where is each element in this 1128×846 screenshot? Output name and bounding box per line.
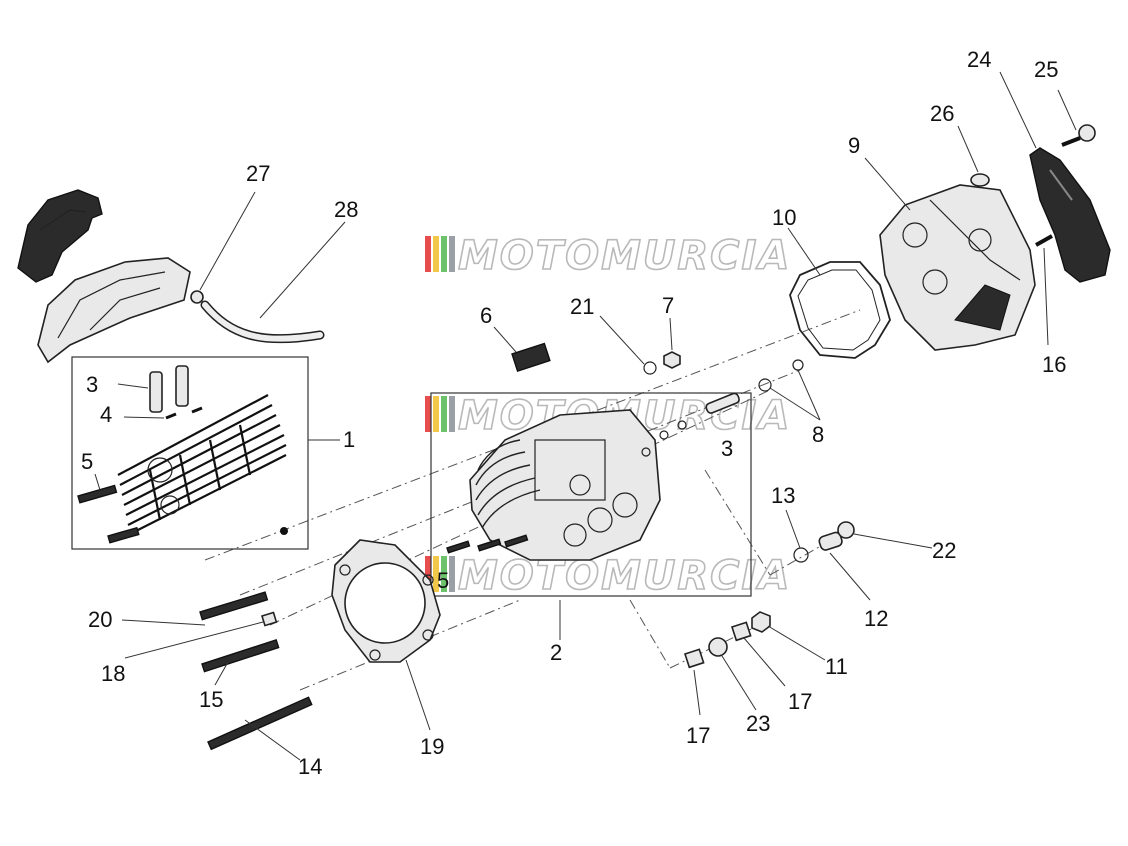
callout-2: 2	[550, 640, 562, 665]
callout-3: 3	[86, 372, 98, 397]
cap-22	[837, 521, 855, 539]
gasket-19	[331, 539, 441, 663]
callout-11: 11	[825, 654, 848, 679]
callout-6: 6	[480, 303, 492, 328]
cover-gasket-10	[789, 261, 891, 359]
watermark-text: MOTOMURCIA	[458, 233, 791, 279]
cylinder-head-2	[469, 409, 661, 561]
watermark-bottom: MOTOMURCIA	[425, 552, 791, 600]
callout-1: 1	[343, 427, 355, 452]
callout-27: 27	[246, 161, 270, 186]
callouts: 1 2 3 3 4 5 5 6 7 8 9 10 11 12 13 14 15 …	[81, 47, 1066, 779]
washer-23	[708, 637, 728, 657]
callout-17: 17	[686, 723, 710, 748]
stud-14	[207, 696, 313, 751]
callout-12: 12	[864, 606, 888, 631]
washer-21	[643, 361, 657, 375]
callout-10: 10	[772, 205, 796, 230]
washer-17-lower	[683, 648, 705, 669]
callout-15: 15	[199, 687, 223, 712]
callout-23: 23	[746, 711, 770, 736]
stud-5	[77, 484, 140, 544]
hose-28	[200, 300, 325, 344]
callout-3: 3	[721, 436, 733, 461]
screw-25	[1061, 124, 1096, 147]
screw-16	[1035, 234, 1053, 247]
callout-20: 20	[88, 607, 112, 632]
dowel-18	[261, 611, 278, 627]
washer-13	[793, 547, 809, 563]
callout-5: 5	[437, 568, 449, 593]
callout-28: 28	[334, 197, 358, 222]
cylinder-head-1	[117, 394, 287, 534]
seal-4	[165, 406, 203, 420]
callout-17: 17	[788, 689, 812, 714]
callout-4: 4	[100, 402, 112, 427]
valve-guide-3	[149, 365, 189, 413]
valve-parts	[641, 392, 740, 457]
callout-9: 9	[848, 133, 860, 158]
spacer-12	[818, 531, 843, 551]
nut-7	[663, 351, 681, 369]
callout-25: 25	[1034, 57, 1058, 82]
valve-cover-9	[879, 184, 1036, 351]
stud-15	[201, 639, 280, 673]
callout-26: 26	[930, 101, 954, 126]
dot-marker	[280, 527, 288, 535]
lower-cover-shell	[37, 257, 191, 364]
upper-cover-shell	[17, 189, 103, 283]
callout-16: 16	[1042, 352, 1066, 377]
rubber-block-6	[511, 342, 551, 373]
group-box-1	[71, 356, 309, 550]
callout-8: 8	[812, 422, 824, 447]
bolts-row	[446, 534, 529, 554]
leader-lines	[94, 71, 1077, 761]
group-box-2	[430, 392, 752, 597]
stud-20	[199, 591, 269, 621]
seal-8	[758, 359, 804, 392]
callout-24: 24	[967, 47, 991, 72]
washer-26	[970, 173, 990, 187]
watermark-text: MOTOMURCIA	[458, 553, 791, 599]
callout-14: 14	[298, 754, 322, 779]
callout-21: 21	[570, 294, 594, 319]
clip-27	[190, 290, 204, 304]
callout-5: 5	[81, 449, 93, 474]
callout-19: 19	[420, 734, 444, 759]
callout-18: 18	[101, 661, 125, 686]
nut-11	[751, 611, 771, 633]
washer-17-upper	[730, 621, 752, 642]
watermark-top: MOTOMURCIA	[425, 232, 791, 280]
callout-7: 7	[662, 293, 674, 318]
trim-panel-24	[1029, 147, 1111, 283]
callout-22: 22	[932, 538, 956, 563]
callout-13: 13	[771, 483, 795, 508]
